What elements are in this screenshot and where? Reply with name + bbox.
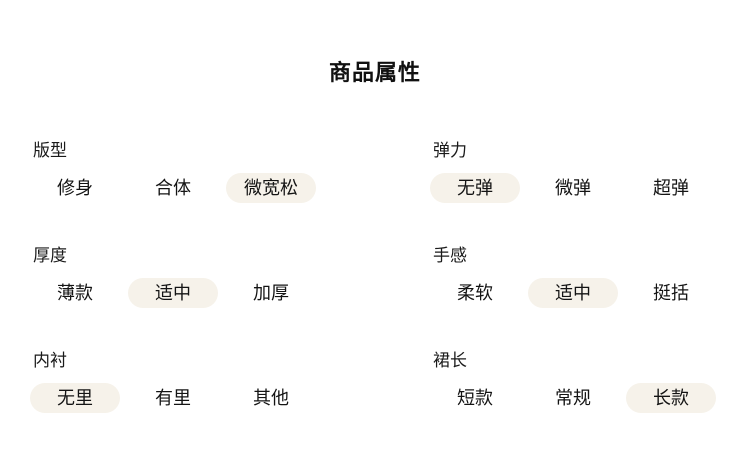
group-label: 版型 (33, 141, 67, 160)
attribute-group: 厚度薄款 适中 加厚 (33, 246, 433, 308)
options-row: 无里 有里 其他 (30, 383, 433, 413)
option-chip-selected[interactable]: 无弹 (430, 173, 520, 203)
option-chip-selected[interactable]: 无里 (30, 383, 120, 413)
option-chip-selected[interactable]: 适中 (128, 278, 218, 308)
attribute-group: 内衬无里 有里 其他 (30, 351, 433, 413)
options-row: 修身 合体 微宽松 (30, 173, 433, 203)
option-chip[interactable]: 其他 (253, 388, 289, 408)
option-chip[interactable]: 挺括 (653, 283, 689, 303)
option-chip[interactable]: 薄款 (57, 283, 93, 303)
options-row: 无弹 微弹 超弹 (430, 173, 750, 203)
attribute-group: 手感柔软 适中 挺括 (433, 246, 750, 308)
option-chip[interactable]: 合体 (155, 178, 191, 198)
group-label: 内衬 (33, 351, 67, 370)
option-chip[interactable]: 微弹 (555, 178, 591, 198)
options-row: 柔软 适中 挺括 (430, 278, 750, 308)
group-label: 弹力 (433, 141, 467, 160)
group-label: 手感 (433, 246, 467, 265)
option-chip[interactable]: 柔软 (457, 283, 493, 303)
option-chip-selected[interactable]: 长款 (626, 383, 716, 413)
group-label: 裙长 (433, 351, 467, 370)
options-row: 薄款 适中 加厚 (30, 278, 433, 308)
page-title: 商品属性 (328, 60, 421, 85)
option-chip-selected[interactable]: 微宽松 (226, 173, 316, 203)
option-chip[interactable]: 加厚 (253, 283, 289, 303)
options-row: 短款 常规 长款 (430, 383, 750, 413)
option-chip[interactable]: 短款 (457, 388, 493, 408)
attribute-group: 版型修身 合体 微宽松 (33, 141, 433, 203)
option-chip[interactable]: 有里 (155, 388, 191, 408)
option-chip[interactable]: 超弹 (653, 178, 689, 198)
attribute-group: 弹力无弹 微弹 超弹 (430, 141, 750, 203)
option-chip[interactable]: 常规 (555, 388, 591, 408)
attribute-group: 裙长短款 常规 长款 (433, 351, 750, 413)
option-chip-selected[interactable]: 适中 (528, 278, 618, 308)
group-label: 厚度 (33, 246, 67, 265)
attribute-groups: 版型修身 合体 微宽松 弹力无弹 微弹 超弹厚度薄款 适中 加厚 手感柔软 适中 挺括内衬无里 有里 其… (0, 141, 750, 456)
option-chip[interactable]: 修身 (57, 178, 93, 198)
